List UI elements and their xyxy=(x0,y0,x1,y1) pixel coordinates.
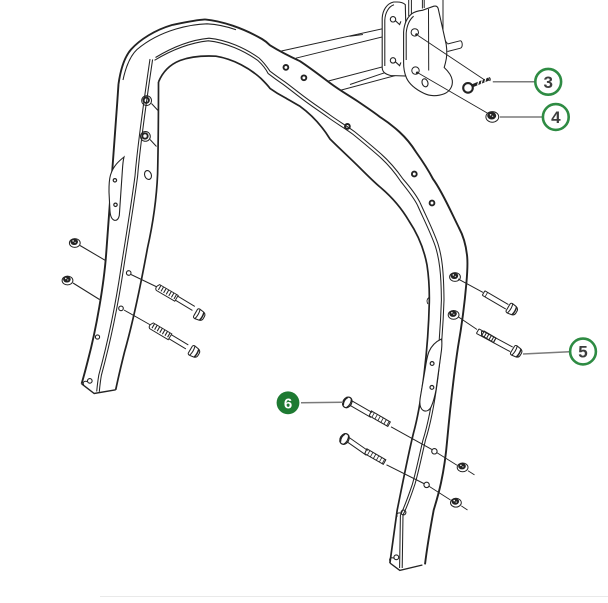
svg-text:3: 3 xyxy=(543,73,552,92)
svg-text:4: 4 xyxy=(551,108,561,127)
svg-text:5: 5 xyxy=(578,343,587,362)
svg-text:6: 6 xyxy=(284,395,292,412)
